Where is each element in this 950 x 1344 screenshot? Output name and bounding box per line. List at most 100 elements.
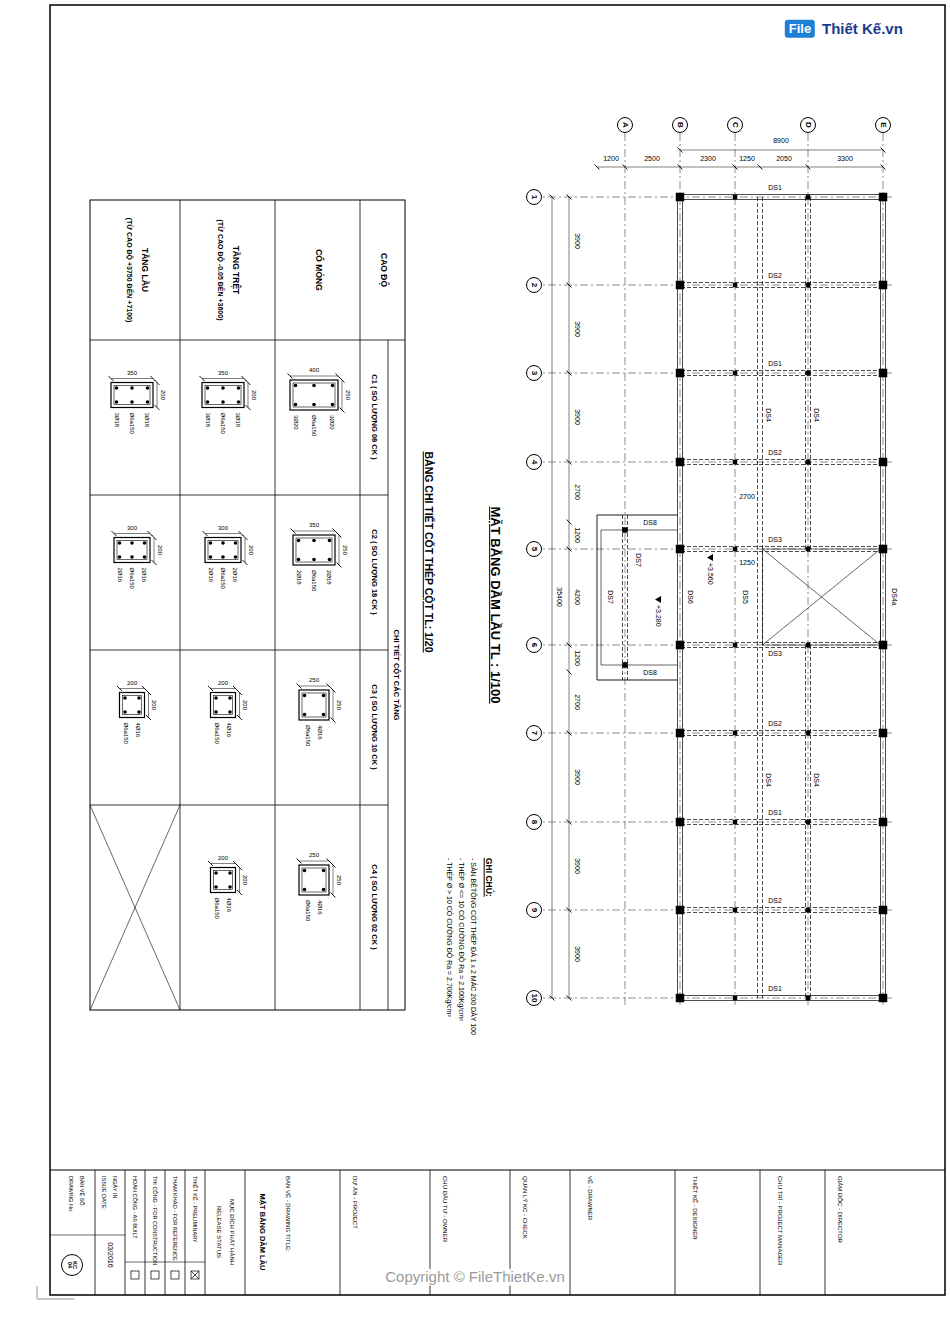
stirrup: [214, 871, 233, 890]
rebar-text: 4Ø16: [317, 725, 324, 740]
dimension-tick: [208, 861, 213, 866]
rebar-text: Ø6a150: [129, 413, 136, 434]
rebar-dot: [206, 400, 210, 404]
beam-line: [622, 515, 623, 680]
dimension-text: 250: [309, 677, 319, 684]
rebar-dot: [221, 555, 225, 559]
beam-line: [680, 551, 883, 552]
dimension-text: 250: [342, 545, 349, 555]
title-block-text: ISSUE DATE:: [101, 1176, 107, 1210]
title-block-line: [165, 1170, 166, 1295]
beam-line: [627, 515, 628, 680]
column-square: [879, 281, 887, 289]
dimension-text: 200: [242, 700, 249, 710]
dimension-tick: [881, 165, 886, 170]
dimension-text: 200: [218, 854, 228, 861]
grid-bubble: A: [617, 117, 633, 133]
rebar-text: Ø6a150: [220, 413, 227, 434]
beam-tag: DS1: [768, 985, 782, 993]
title-block-text: THAM KHẢO - FOR REFERENCE: [172, 1176, 178, 1261]
dimension-tick: [155, 380, 160, 385]
beam-line: [680, 730, 883, 731]
beam-tag: DS1: [768, 360, 782, 368]
title-block-line: [570, 1170, 571, 1295]
stair-outline: [597, 515, 678, 516]
dimension-tick: [243, 560, 248, 565]
column-section: [290, 380, 338, 410]
dimension-tick: [200, 376, 205, 381]
dimension-text: 1250: [739, 559, 755, 567]
status-checkbox: [191, 1271, 199, 1279]
rebar-text: 3Ø18: [235, 413, 242, 428]
rebar-dot: [118, 541, 122, 545]
dimension-tick: [331, 893, 336, 898]
rebar-text: 4Ø16: [317, 900, 324, 915]
grid-bubble: 3: [526, 365, 542, 381]
dimension-text: 350: [309, 522, 319, 529]
column-section: [202, 383, 244, 408]
dimension-line: [157, 383, 158, 408]
rebar-dot: [206, 386, 210, 390]
grid-line: [625, 133, 626, 1008]
title-block-text: VẼ - DRAWNER: [587, 1176, 594, 1220]
table-cell: CAO ĐỘ: [378, 253, 387, 287]
rebar-text: 3Ø18: [114, 413, 121, 428]
title-block-text: RELEASE STATUS: [216, 1206, 223, 1258]
column-square: [879, 906, 887, 914]
rebar-dot: [294, 403, 298, 407]
beam-tag: DS2: [768, 720, 782, 728]
rebar-dot: [118, 555, 122, 559]
dimension-text: 35400: [555, 587, 563, 606]
bubble-text: E: [879, 122, 887, 127]
rebar-text: 2Ø18: [296, 570, 303, 585]
dimension-tick: [337, 533, 342, 538]
rebar-dot: [123, 710, 127, 714]
table-cell: (TỪ CAO ĐỘ -0.05 ĐẾN +3600): [216, 220, 224, 321]
dimension-text: 1250: [739, 155, 755, 163]
column-square: [676, 281, 684, 289]
bubble-text: 04: [67, 1262, 73, 1268]
bubble-text: KC: [72, 1261, 78, 1269]
column-section: [111, 383, 153, 408]
table-line: [275, 200, 276, 1010]
rebar-dot: [115, 400, 119, 404]
dimension-text: 2050: [776, 155, 792, 163]
column-square: [676, 458, 684, 466]
dimension-text: 3900: [573, 769, 581, 785]
dimension-tick: [567, 547, 572, 552]
rebar-dot: [214, 871, 218, 875]
stair-outline: [597, 680, 678, 681]
column-square: [806, 908, 810, 912]
dimension-tick: [237, 890, 242, 895]
dimension-line: [205, 533, 241, 534]
dimension-line: [248, 383, 249, 408]
dimension-text: 2700: [739, 493, 755, 501]
rebar-dot: [130, 541, 134, 545]
dimension-text: 2500: [644, 155, 660, 163]
dimension-tick: [237, 865, 242, 870]
grid-line: [542, 197, 892, 198]
bubble-text: 7: [530, 731, 538, 735]
dimension-text: 350: [218, 369, 228, 376]
dimension-tick: [567, 731, 572, 736]
rebar-text: Ø6a150: [311, 415, 318, 436]
beam-tag: DS7: [606, 590, 614, 604]
grid-bubble: 6: [526, 637, 542, 653]
rebar-dot: [143, 555, 147, 559]
column-section: [120, 693, 145, 718]
title-block-line: [205, 1170, 206, 1295]
watermark-logo: File: [785, 20, 815, 38]
dimension-tick: [595, 165, 600, 170]
beam-tag: DS8: [643, 669, 657, 677]
elevation-text: +3.280: [654, 605, 662, 627]
table-cell: CHI TIẾT CỘT CÁC TẦNG: [392, 630, 400, 721]
bubble-text: 6: [530, 643, 538, 647]
dimension-text: 250: [309, 852, 319, 859]
dimension-tick: [246, 405, 251, 410]
dimension-tick: [297, 859, 302, 864]
title-block-line: [825, 1170, 826, 1295]
stair-outline: [597, 515, 598, 680]
empty-cell-cross: [90, 805, 180, 1010]
dimension-text: 3900: [573, 946, 581, 962]
beam-tag: DS2: [768, 897, 782, 905]
